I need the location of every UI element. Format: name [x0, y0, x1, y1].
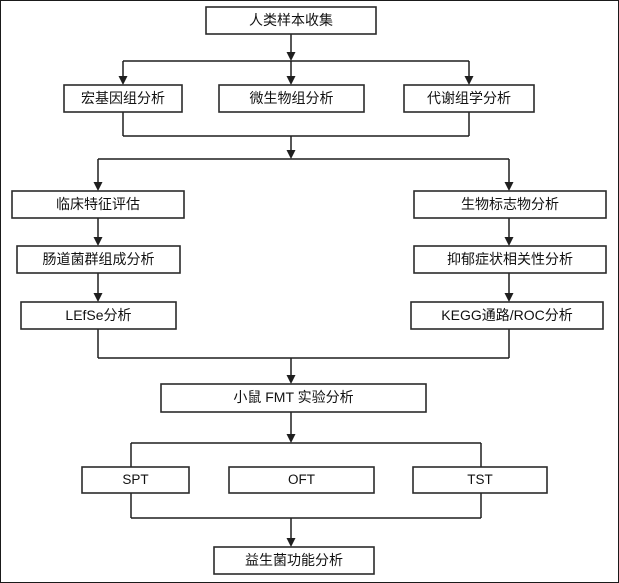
node-label: 临床特征评估 [56, 196, 140, 212]
node-label: 微生物组分析 [250, 90, 334, 106]
node-label: 肠道菌群组成分析 [43, 251, 155, 267]
node-label: SPT [122, 472, 148, 487]
node-biomarker-analysis[interactable]: 生物标志物分析 [413, 190, 607, 219]
node-box [218, 84, 365, 113]
node-microbiome-analysis[interactable]: 微生物组分析 [218, 84, 365, 113]
node-spt[interactable]: SPT [81, 466, 190, 494]
node-lefse-analysis[interactable]: LEfSe分析 [20, 301, 177, 330]
node-box [81, 466, 190, 494]
node-probiotic-function-analysis[interactable]: 益生菌功能分析 [213, 546, 375, 575]
node-box [11, 190, 185, 219]
arrowhead-icon [504, 293, 514, 302]
node-label: 小鼠 FMT 实验分析 [233, 389, 353, 405]
node-label: 益生菌功能分析 [245, 552, 343, 568]
arrowhead-icon [93, 293, 103, 302]
node-metabolomics-analysis[interactable]: 代谢组学分析 [403, 84, 535, 113]
edge-layer [93, 34, 514, 547]
node-label: 代谢组学分析 [427, 90, 511, 106]
node-tst[interactable]: TST [412, 466, 548, 494]
node-kegg-pathway-roc-analysis[interactable]: KEGG通路/ROC分析 [410, 301, 604, 330]
node-label: LEfSe分析 [65, 307, 131, 323]
node-label: OFT [288, 472, 315, 487]
arrowhead-icon [464, 76, 474, 85]
arrowhead-icon [118, 76, 128, 85]
node-box [63, 84, 183, 113]
node-label: 抑郁症状相关性分析 [447, 251, 573, 267]
node-oft[interactable]: OFT [228, 466, 375, 494]
node-clinical-feature-assessment[interactable]: 临床特征评估 [11, 190, 185, 219]
node-box [412, 466, 548, 494]
node-box [228, 466, 375, 494]
node-box [403, 84, 535, 113]
arrowhead-icon [286, 52, 296, 61]
node-metagenomics-analysis[interactable]: 宏基因组分析 [63, 84, 183, 113]
arrowhead-icon [504, 237, 514, 246]
node-box [213, 546, 375, 575]
arrowhead-icon [286, 375, 296, 384]
arrowhead-icon [286, 150, 296, 159]
arrowhead-icon [286, 434, 296, 443]
node-box [205, 6, 377, 35]
node-label: TST [467, 472, 493, 487]
node-label: 生物标志物分析 [461, 196, 559, 212]
node-depression-symptom-correlation-analysis[interactable]: 抑郁症状相关性分析 [413, 245, 607, 274]
node-human-sample-collection[interactable]: 人类样本收集 [205, 6, 377, 35]
node-box [410, 301, 604, 330]
node-box [413, 190, 607, 219]
arrowhead-icon [286, 538, 296, 547]
node-gut-microbiota-composition-analysis[interactable]: 肠道菌群组成分析 [16, 245, 181, 274]
node-box [20, 301, 177, 330]
node-label: KEGG通路/ROC分析 [441, 307, 572, 323]
node-label: 宏基因组分析 [81, 90, 165, 106]
arrowhead-icon [93, 182, 103, 191]
arrowhead-icon [504, 182, 514, 191]
node-box [16, 245, 181, 274]
node-box [413, 245, 607, 274]
arrowhead-icon [93, 237, 103, 246]
node-box [160, 383, 427, 413]
node-layer: 人类样本收集 宏基因组分析 微生物组分析 代谢组学分析 临床特征评估 生物标志物 [11, 6, 607, 575]
node-mouse-fmt-experiment-analysis[interactable]: 小鼠 FMT 实验分析 [160, 383, 427, 413]
arrowhead-icon [286, 76, 296, 85]
node-label: 人类样本收集 [249, 12, 333, 28]
